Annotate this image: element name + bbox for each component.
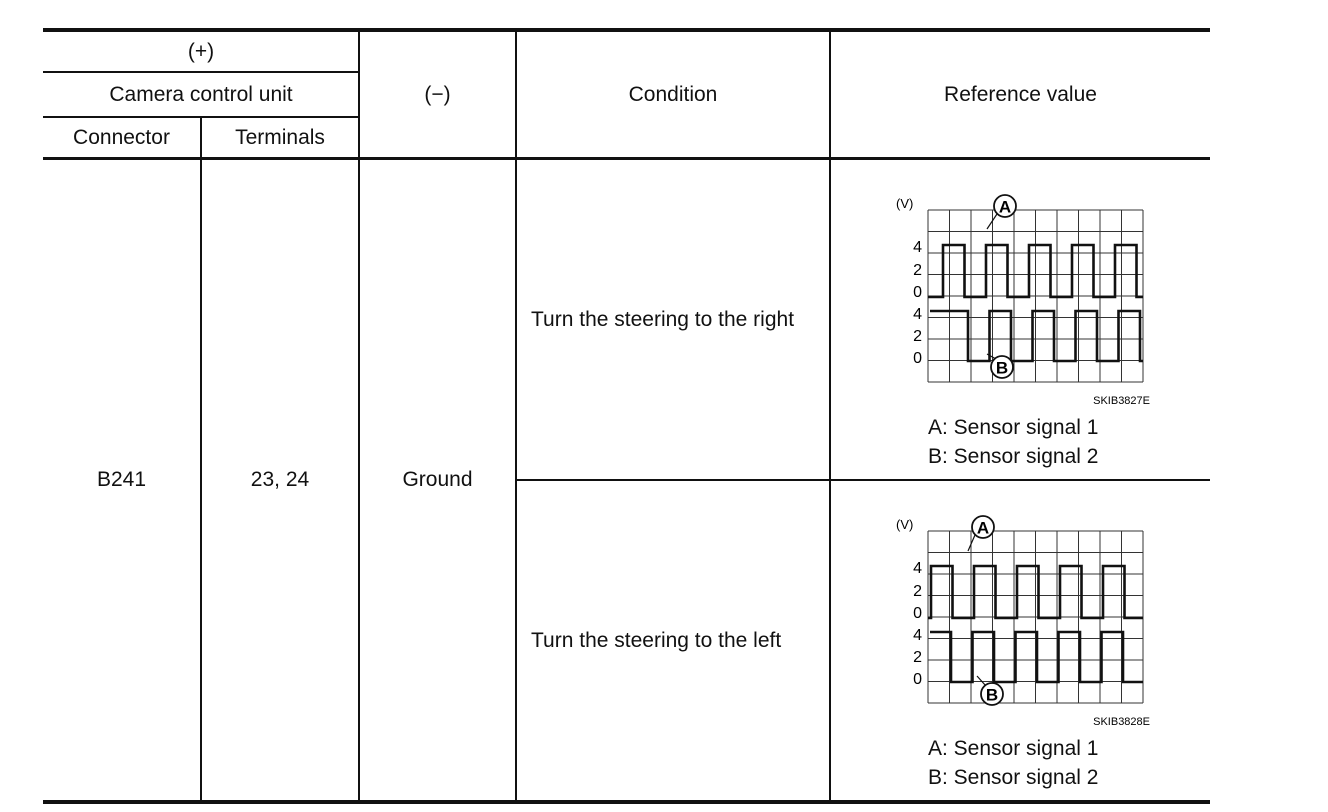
terminals-value: 23, 24 (250, 468, 310, 491)
table-top-rule (43, 28, 1210, 32)
figure-code: SKIB3828E (1093, 716, 1150, 728)
header-plus: (+) (187, 39, 215, 63)
header-terminals: Terminals (235, 125, 325, 149)
legend-item-b: B: Sensor signal 2 (928, 445, 1099, 468)
marker-b: B (990, 355, 1014, 379)
sensor-signal-2-waveform (930, 630, 1143, 684)
volt-unit-label: (V) (896, 196, 913, 211)
svg-text:A: A (999, 198, 1011, 217)
voltage-axis-ticks: 4 2 0 4 2 0 (913, 239, 922, 367)
voltage-tick-label: 0 (913, 350, 922, 367)
voltage-tick-label: 0 (913, 671, 922, 688)
connector-value: B241 (96, 468, 147, 491)
table-bottom-rule (43, 800, 1210, 804)
legend-item-b: B: Sensor signal 2 (928, 766, 1099, 789)
voltage-tick-label: 0 (913, 284, 922, 301)
voltage-tick-label: 2 (913, 262, 922, 279)
header-condition: Condition (628, 82, 718, 106)
row-divider (516, 479, 1210, 481)
voltage-tick-label: 4 (913, 560, 922, 577)
legend-item-a: A: Sensor signal 1 (928, 416, 1099, 439)
ground-value: Ground (402, 468, 473, 491)
voltage-tick-label: 0 (913, 605, 922, 622)
column-divider (515, 30, 517, 802)
column-divider (358, 30, 360, 802)
marker-a: A (971, 515, 995, 539)
sensor-signal-2-waveform (930, 309, 1143, 363)
voltage-tick-label: 4 (913, 306, 922, 323)
marker-b: B (980, 682, 1004, 706)
waveform-figure: 4 2 0 4 2 0 A B (V) SKIB3828E (880, 515, 1160, 736)
header-camera-control-unit: Camera control unit (109, 82, 293, 106)
marker-a: A (993, 194, 1017, 218)
voltage-tick-label: 4 (913, 627, 922, 644)
voltage-tick-label: 2 (913, 328, 922, 345)
oscilloscope-grid (927, 530, 1144, 704)
voltage-tick-label: 4 (913, 239, 922, 256)
voltage-axis-ticks: 4 2 0 4 2 0 (913, 560, 922, 688)
figure-legend: A: Sensor signal 1 B: Sensor signal 2 (928, 413, 1098, 471)
waveform-figure: 4 2 0 4 2 0 A B (V) SKIB3827E (880, 194, 1160, 415)
header-reference-value: Reference value (944, 82, 1097, 106)
header-connector: Connector (73, 125, 170, 149)
svg-text:A: A (977, 519, 989, 538)
condition-right-turn: Turn the steering to the right (531, 307, 795, 331)
column-divider (200, 116, 202, 802)
header-minus: (−) (424, 82, 451, 106)
voltage-tick-label: 2 (913, 583, 922, 600)
condition-left-turn: Turn the steering to the left (531, 628, 782, 652)
figure-code: SKIB3827E (1093, 395, 1150, 407)
sensor-signal-1-waveform (928, 564, 1143, 620)
volt-unit-label: (V) (896, 517, 913, 532)
svg-text:B: B (986, 686, 998, 705)
voltage-tick-label: 2 (913, 649, 922, 666)
header-bottom-rule (43, 157, 1210, 160)
column-divider (829, 30, 831, 802)
header-sub-rule (43, 71, 359, 73)
legend-item-a: A: Sensor signal 1 (928, 737, 1099, 760)
svg-text:B: B (996, 359, 1008, 378)
figure-legend: A: Sensor signal 1 B: Sensor signal 2 (928, 734, 1098, 792)
sensor-signal-1-waveform (928, 243, 1143, 299)
